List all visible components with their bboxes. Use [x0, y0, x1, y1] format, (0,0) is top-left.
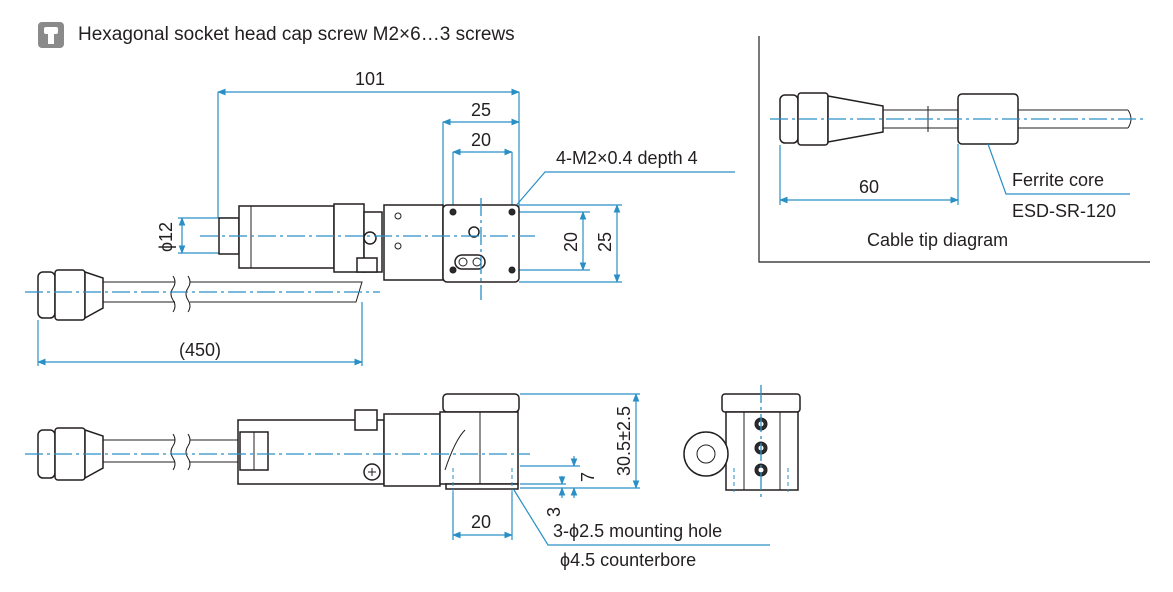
dim-60-label: 60	[859, 177, 879, 197]
gear-housing	[383, 204, 444, 281]
dim-101-label: 101	[355, 69, 385, 89]
tapped-hole	[508, 266, 516, 274]
dim-20-width-label: 20	[471, 130, 491, 150]
dim-3-label: 3	[544, 507, 564, 517]
dim-25-width-label: 25	[471, 100, 491, 120]
legend-text: Hexagonal socket head cap screw M2×6…3 s…	[78, 24, 515, 45]
counterbore-label: ϕ4.5 counterbore	[560, 550, 696, 570]
dim-pitch-label: 20	[471, 512, 491, 532]
hex-socket-screw-icon	[38, 22, 64, 48]
dim-height-label: 30.5±2.5	[614, 406, 634, 476]
mounting-hole-label: 3-ϕ2.5 mounting hole	[553, 521, 722, 541]
stage-table	[442, 393, 520, 413]
dim-20-height-label: 20	[561, 232, 581, 252]
ferrite-core-label: Ferrite core	[1012, 170, 1104, 190]
dim-7-label: 7	[578, 472, 598, 482]
tapped-holes-label: 4-M2×0.4 depth 4	[556, 148, 698, 168]
tapped-hole	[449, 208, 457, 216]
cable-tip-caption: Cable tip diagram	[867, 230, 1008, 250]
side-view: 30.5±2.5 7 3 20 3-ϕ2.5 mounting hole ϕ4.…	[25, 393, 770, 570]
dim-450-label: (450)	[179, 340, 221, 360]
connector	[37, 271, 56, 319]
ferrite-model-label: ESD-SR-120	[1012, 201, 1116, 221]
top-view: 101 25 20 4-M2×0.4 depth 4 ϕ12 20 25	[25, 69, 735, 366]
cable-tip-diagram: 60 Ferrite core ESD-SR-120 Cable tip dia…	[758, 36, 1150, 263]
motor-body	[238, 205, 335, 269]
tapped-hole	[508, 208, 516, 216]
front-view	[683, 385, 801, 500]
tapped-hole	[449, 266, 457, 274]
dim-phi12-label: ϕ12	[156, 222, 176, 252]
legend: Hexagonal socket head cap screw M2×6…3 s…	[38, 22, 515, 48]
dim-25-height-label: 25	[595, 232, 615, 252]
